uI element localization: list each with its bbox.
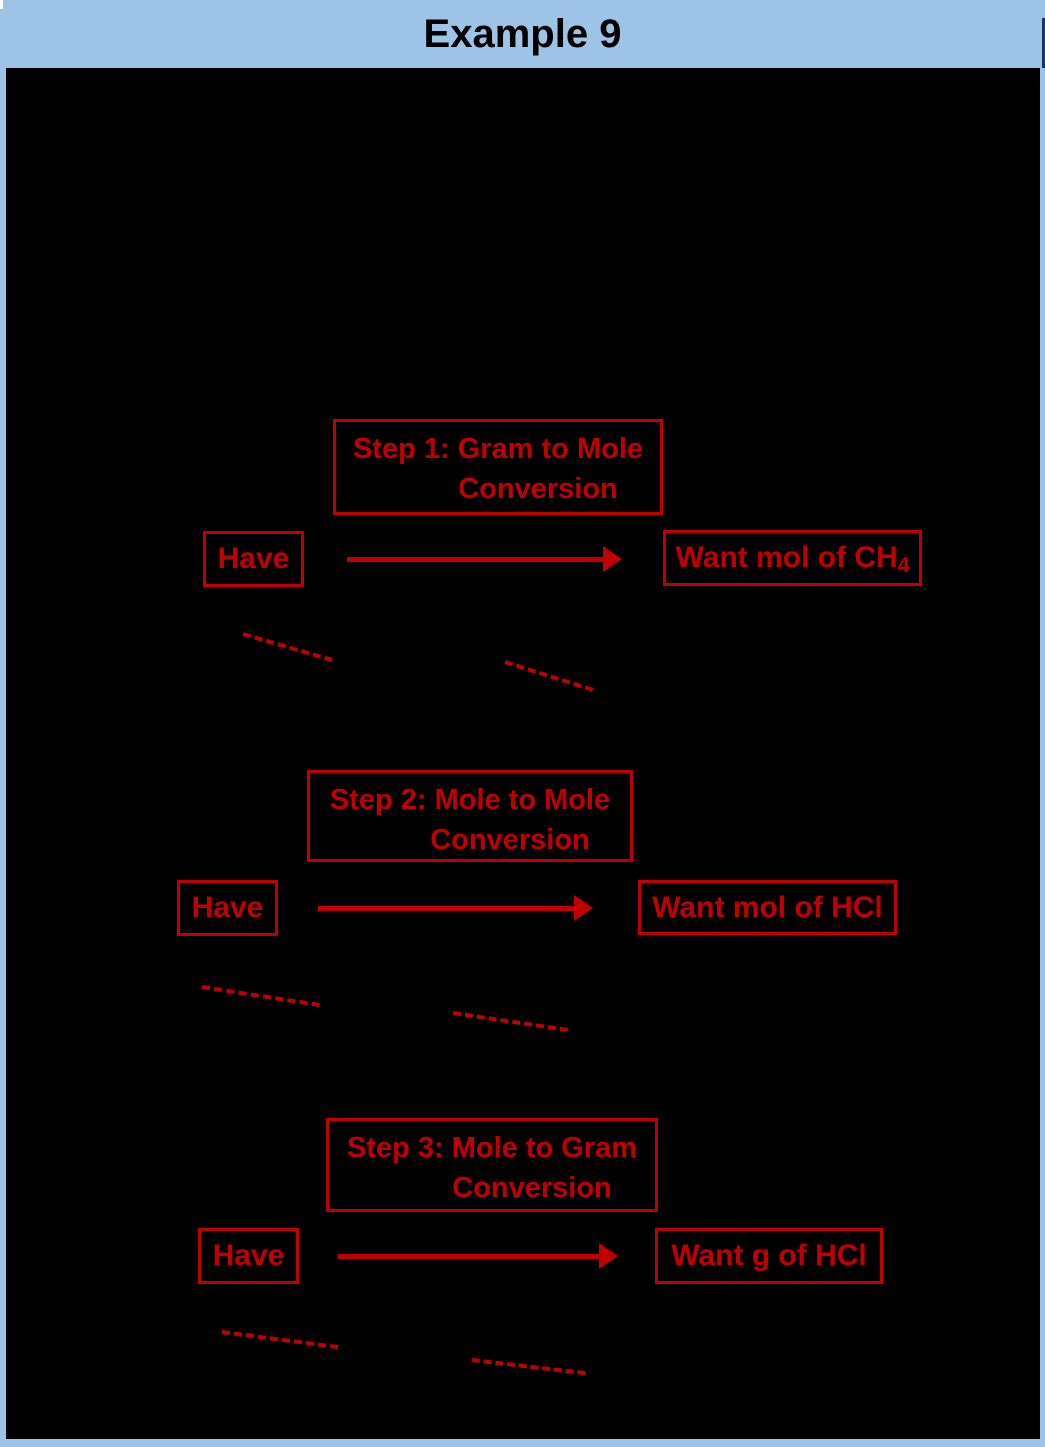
- corner-notch: [0, 0, 3, 9]
- step1-have-label: Have: [217, 542, 290, 575]
- slide-header: Example 9: [0, 0, 1045, 68]
- arrow-head: [574, 895, 593, 921]
- step2-conversion-arrow: [318, 895, 593, 921]
- arrow-shaft: [347, 557, 604, 562]
- step2-title-line2: Conversion: [430, 824, 590, 856]
- step2-title-box: Step 2: Mole to Mole Conversion: [307, 770, 633, 862]
- step2-have-label: Have: [191, 891, 264, 924]
- step3-have-label: Have: [212, 1239, 285, 1272]
- step1-title-line2: Conversion: [458, 473, 618, 505]
- arrow-shaft: [338, 1254, 600, 1259]
- step3-want-label: Want g of HCl: [671, 1239, 867, 1272]
- edge-sliver: [1042, 18, 1045, 68]
- step1-title-line1: Step 1: Gram to Mole: [352, 433, 644, 465]
- step1-title-box: Step 1: Gram to Mole Conversion: [333, 419, 663, 515]
- step2-have-box: Have: [177, 880, 278, 936]
- step3-have-box: Have: [198, 1228, 299, 1284]
- content-area: Step 1: Gram to Mole Conversion Have Wan…: [6, 68, 1040, 1439]
- step2-title-line1: Step 2: Mole to Mole: [329, 784, 611, 816]
- cancellation-dash: [221, 1330, 339, 1350]
- step1-conversion-arrow: [347, 546, 622, 572]
- step3-title-box: Step 3: Mole to Gram Conversion: [326, 1118, 658, 1212]
- step1-want-label: Want mol of CH: [675, 541, 898, 574]
- cancellation-dash: [452, 1011, 569, 1032]
- arrow-shaft: [318, 906, 575, 911]
- step2-want-label: Want mol of HCl: [652, 890, 883, 924]
- step3-title-line1: Step 3: Mole to Gram: [346, 1132, 638, 1164]
- cancellation-dash: [242, 632, 333, 663]
- step1-have-box: Have: [203, 531, 304, 587]
- arrow-head: [603, 546, 622, 572]
- step3-title-line2: Conversion: [452, 1172, 612, 1204]
- step3-conversion-arrow: [338, 1243, 618, 1269]
- step3-want-box: Want g of HCl: [655, 1228, 883, 1284]
- arrow-head: [599, 1243, 618, 1269]
- page-title: Example 9: [423, 11, 622, 56]
- cancellation-dash: [201, 985, 320, 1007]
- step1-want-subscript: 4: [897, 554, 910, 577]
- cancellation-dash: [504, 660, 594, 692]
- step2-want-box: Want mol of HCl: [638, 880, 897, 935]
- cancellation-dash: [471, 1358, 586, 1376]
